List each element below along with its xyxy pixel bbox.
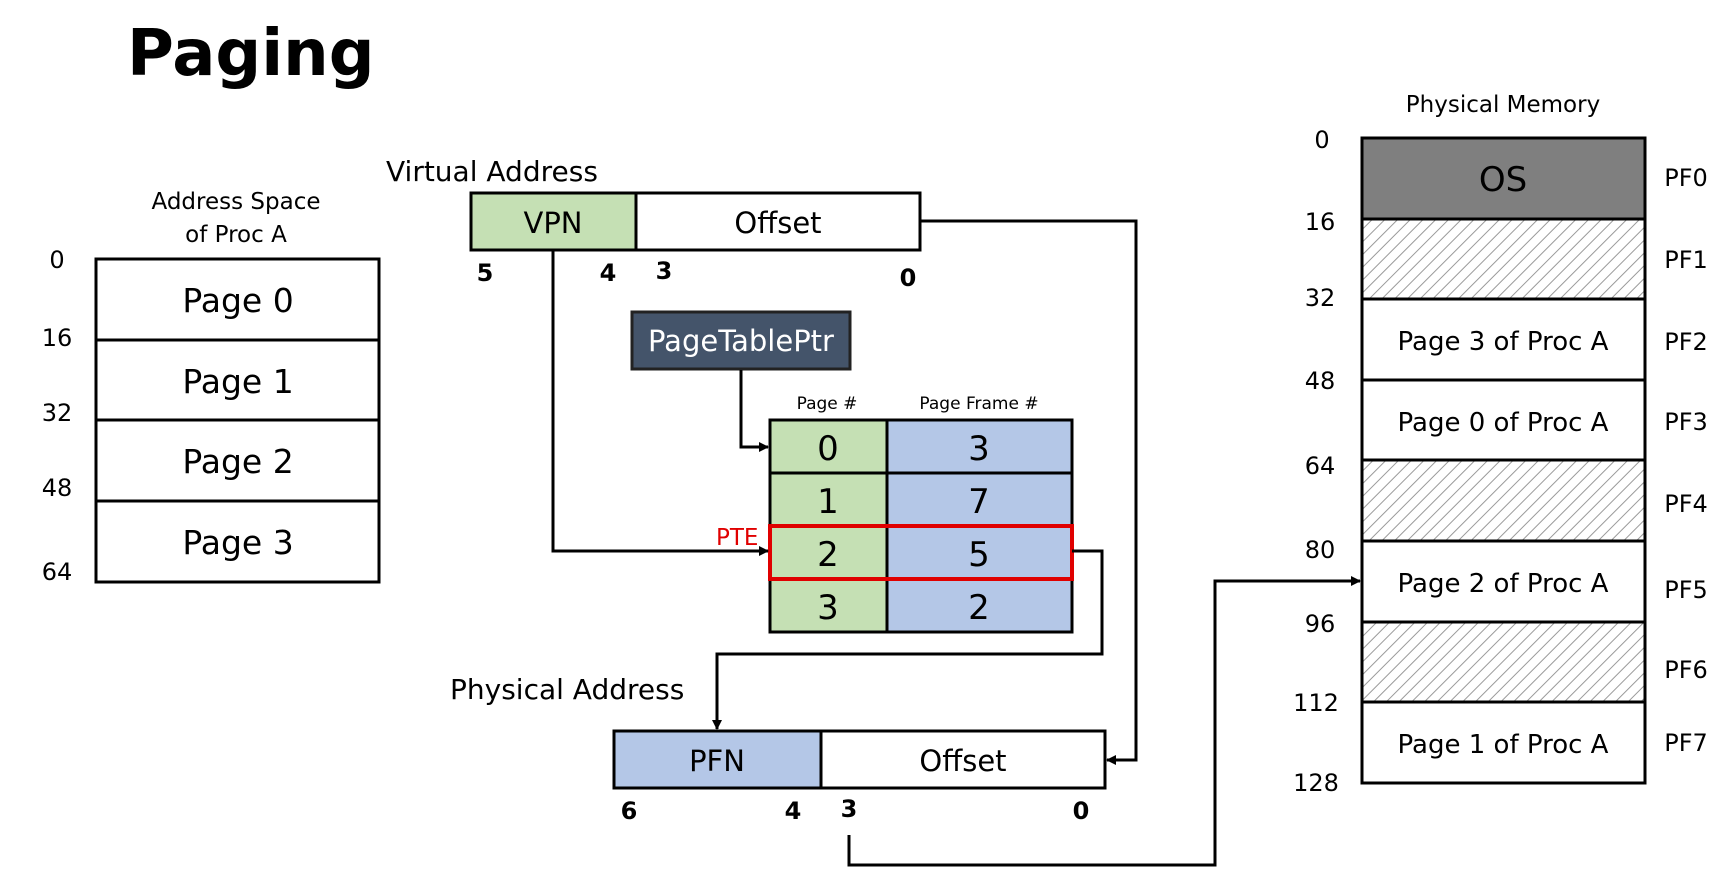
physical-frame-content: Page 2 of Proc A <box>1398 569 1609 599</box>
physical-memory-address: 96 <box>1305 610 1336 638</box>
physical-frame-content: Page 0 of Proc A <box>1398 408 1609 438</box>
page-table-frame-cell <box>885 471 1074 528</box>
page-table-page-number: 2 <box>817 535 839 575</box>
physical-offset-bit-low: 0 <box>1073 797 1090 825</box>
page-table-frame-number: 7 <box>968 482 990 522</box>
physical-frame-4 <box>1360 458 1647 543</box>
address-space-page-3-box <box>94 499 381 584</box>
page-table-frame-number: 2 <box>968 588 990 628</box>
physical-memory: Physical Memory OS Page 3 of Proc A Page… <box>1293 92 1708 797</box>
physical-memory-address: 112 <box>1293 689 1339 717</box>
address-space-page-label: Page 2 <box>182 442 293 481</box>
physical-frame-6 <box>1360 620 1647 704</box>
physical-frame-content-os: OS <box>1479 160 1527 200</box>
vpn-bit-high: 5 <box>477 259 494 287</box>
pte-label: PTE <box>716 525 758 551</box>
page-table-page-cell <box>768 524 889 581</box>
physical-memory-heading: Physical Memory <box>1406 92 1600 118</box>
physical-address-to-frame-arrow <box>847 576 1361 867</box>
address-space-address: 32 <box>42 399 73 427</box>
page-table-col-page: Page # <box>797 394 858 414</box>
physical-frame-label: PF5 <box>1664 576 1708 604</box>
page-table-page-cell <box>768 418 889 475</box>
page-table-frame-number: 3 <box>968 429 990 469</box>
physical-address-label: Physical Address <box>450 673 684 706</box>
page-table-ptr-label: PageTablePtr <box>648 324 834 358</box>
physical-frame-label: PF7 <box>1664 729 1708 757</box>
virtual-offset-field <box>634 191 922 252</box>
physical-frame-3 <box>1360 378 1647 462</box>
virtual-address: Virtual Address VPN Offset 5 4 3 0 <box>386 155 922 292</box>
physical-offset-label: Offset <box>919 744 1006 778</box>
physical-address: Physical Address PFN Offset 6 4 3 0 <box>450 673 1107 825</box>
physical-frame-7 <box>1360 700 1647 785</box>
page-table-page-number: 1 <box>817 482 839 522</box>
address-space-address: 64 <box>42 558 73 586</box>
address-space-page-label: Page 0 <box>182 281 293 320</box>
address-space-page-0-box <box>94 257 381 342</box>
virtual-offset-bit-high: 3 <box>656 257 673 285</box>
virtual-address-label: Virtual Address <box>386 155 598 188</box>
virtual-offset-label: Offset <box>734 206 821 240</box>
pte-to-pfn-arrow <box>712 549 1104 730</box>
page-table-page-cell <box>768 471 889 528</box>
virtual-offset-bit-low: 0 <box>900 264 917 292</box>
address-space: Address Space of Proc A Page 0 Page 1 Pa… <box>42 189 381 586</box>
physical-frame-content: Page 1 of Proc A <box>1398 730 1609 760</box>
address-space-address: 48 <box>42 474 73 502</box>
vpn-bit-low: 4 <box>600 259 617 287</box>
connectors <box>551 219 1361 867</box>
page-table-ptr-box <box>630 310 852 371</box>
pfn-field <box>612 729 823 790</box>
physical-memory-address: 16 <box>1305 208 1336 236</box>
address-space-heading-line2: of Proc A <box>185 222 287 248</box>
address-space-heading-line1: Address Space <box>152 189 321 215</box>
page-table-ptr: PageTablePtr <box>630 310 852 371</box>
physical-frame-label: PF0 <box>1664 164 1708 192</box>
page-table-page-number: 0 <box>817 429 839 469</box>
offset-copy-arrow <box>921 219 1138 765</box>
vpn-field <box>469 191 638 252</box>
page-table-frame-number: 5 <box>968 535 990 575</box>
vpn-to-pte-arrow <box>551 251 769 556</box>
page-table-col-frame: Page Frame # <box>919 394 1038 414</box>
physical-memory-address: 0 <box>1314 126 1329 154</box>
physical-frame-label: PF3 <box>1664 408 1708 436</box>
physical-offset-field <box>819 729 1107 790</box>
physical-offset-bit-high: 3 <box>841 795 858 823</box>
address-space-page-label: Page 1 <box>182 362 293 401</box>
page-table-ptr-to-table-arrow <box>739 370 769 452</box>
pfn-bit-high: 6 <box>621 797 638 825</box>
physical-frame-label: PF6 <box>1664 656 1708 684</box>
pfn-label: PFN <box>689 744 745 778</box>
page-title: Paging <box>127 17 375 91</box>
physical-frame-1 <box>1360 217 1647 301</box>
pfn-bit-low: 4 <box>785 797 802 825</box>
page-table-frame-cell <box>885 577 1074 634</box>
vpn-label: VPN <box>523 206 582 240</box>
page-table-page-number: 3 <box>817 588 839 628</box>
physical-memory-address: 80 <box>1305 536 1336 564</box>
physical-memory-address: 64 <box>1305 452 1336 480</box>
physical-frame-label: PF4 <box>1664 490 1708 518</box>
physical-memory-address: 32 <box>1305 284 1336 312</box>
address-space-address: 16 <box>42 324 73 352</box>
physical-memory-address: 48 <box>1305 367 1336 395</box>
physical-frame-label: PF1 <box>1664 246 1708 274</box>
physical-memory-address: 128 <box>1293 769 1339 797</box>
address-space-page-1-box <box>94 338 381 422</box>
page-table: Page # Page Frame # 0 1 2 3 3 7 5 2 PTE <box>716 394 1074 634</box>
physical-frame-content: Page 3 of Proc A <box>1398 327 1609 357</box>
address-space-address: 0 <box>49 246 64 274</box>
address-space-page-label: Page 3 <box>182 523 293 562</box>
physical-frame-label: PF2 <box>1664 328 1708 356</box>
